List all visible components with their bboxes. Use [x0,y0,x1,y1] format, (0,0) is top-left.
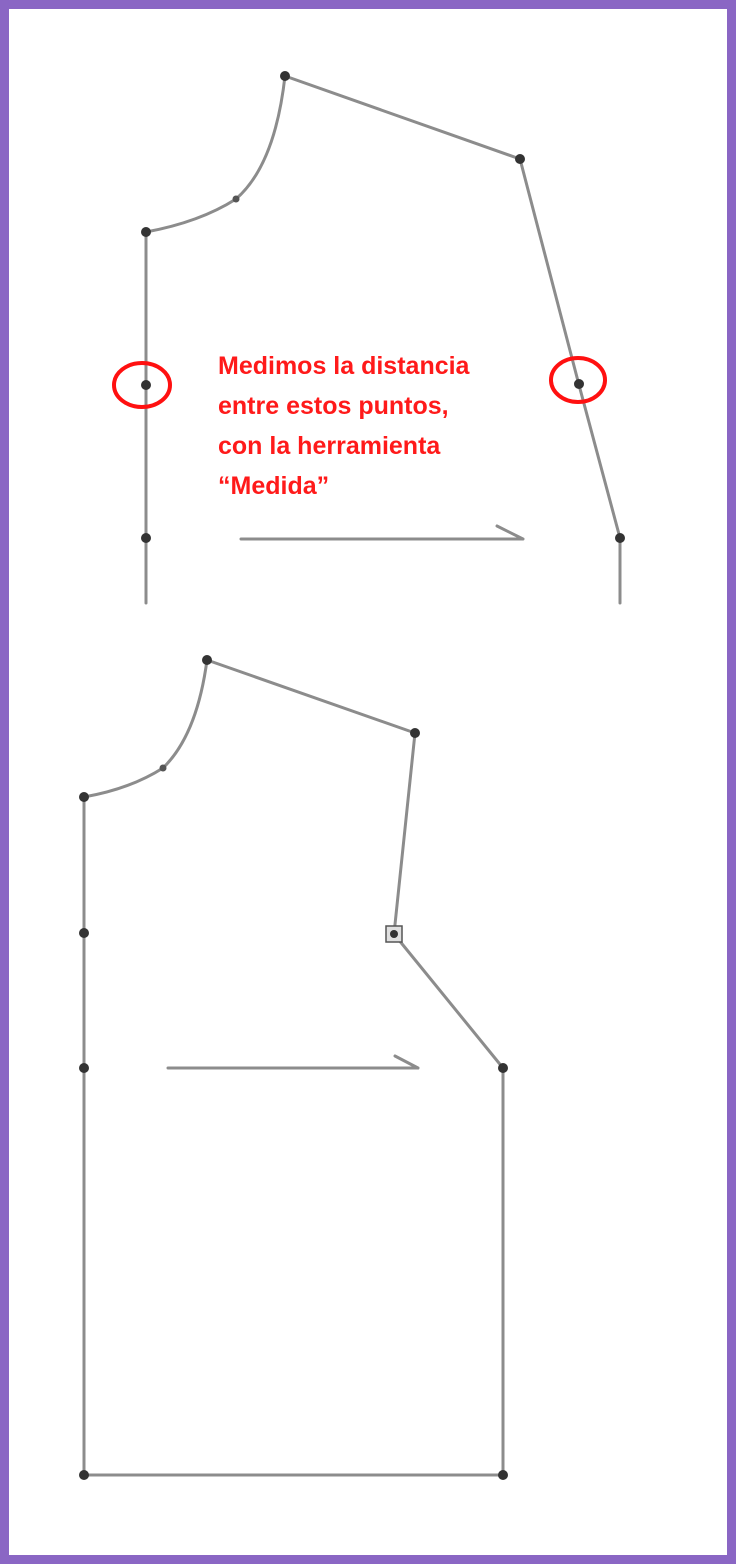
point-neck-shoulder[interactable] [202,655,212,665]
point-neck-front[interactable] [141,227,151,237]
point-hem-right[interactable] [498,1470,508,1480]
shoulder-line [283,74,522,161]
armhole-line [392,731,505,1477]
armhole-line [518,157,622,605]
shoulder-line [205,658,417,735]
grainline-arrow-icon [239,524,525,541]
point-armhole-base[interactable] [615,533,625,543]
point-center-measure[interactable] [141,380,151,390]
point-neck-mid[interactable] [159,764,167,772]
highlight-circle-right [549,356,607,404]
point-center-chest[interactable] [79,1063,89,1073]
pattern-piece-before [112,71,625,605]
point-hem-left[interactable] [79,1470,89,1480]
point-neck-shoulder[interactable] [280,71,290,81]
measure-annotation: Medimos la distancia entre estos puntos,… [218,346,538,506]
pattern-piece-after [79,655,508,1480]
point-neck-mid[interactable] [232,195,240,203]
point-armhole-base[interactable] [498,1063,508,1073]
point-armhole-selected[interactable] [390,930,398,938]
neckline-curve [82,658,209,799]
annotation-line-1: Medimos la distancia [218,352,470,380]
point-armhole-measure[interactable] [574,379,584,389]
annotation-line-2: entre estos puntos, [218,392,449,420]
point-center-chest[interactable] [141,533,151,543]
highlight-circle-left [112,361,172,409]
point-shoulder-end[interactable] [515,154,525,164]
annotation-line-3: con la herramienta [218,432,441,460]
neckline-curve [144,74,287,234]
annotation-line-4: “Medida” [218,472,330,500]
point-center-measure[interactable] [79,928,89,938]
grainline-arrow-icon [166,1054,420,1070]
point-shoulder-end[interactable] [410,728,420,738]
point-neck-front[interactable] [79,792,89,802]
